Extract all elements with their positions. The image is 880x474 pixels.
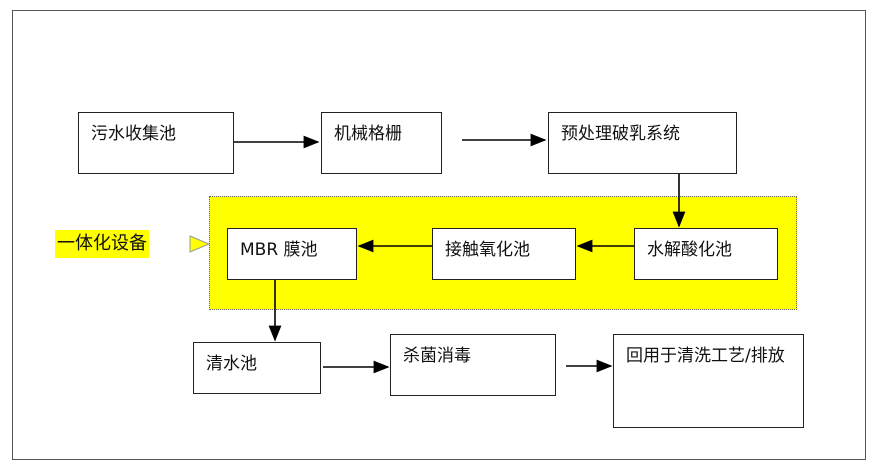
node-mbr-membrane-tank: MBR 膜池 [227,228,357,280]
node-sterilization-disinfection: 杀菌消毒 [390,334,556,396]
node-hydrolysis-acidification-tank: 水解酸化池 [634,228,778,280]
node-contact-oxidation-tank: 接触氧化池 [432,228,576,280]
callout-pointer-icon [189,235,211,253]
integrated-equipment-label: 一体化设备 [55,230,149,258]
node-sewage-collection-tank: 污水收集池 [78,112,234,174]
node-clear-water-tank: 清水池 [193,342,321,394]
node-mechanical-grille: 机械格栅 [321,112,442,174]
node-pretreatment-demulsification: 预处理破乳系统 [548,112,737,174]
node-reuse-discharge: 回用于清洗工艺/排放 [613,334,804,428]
